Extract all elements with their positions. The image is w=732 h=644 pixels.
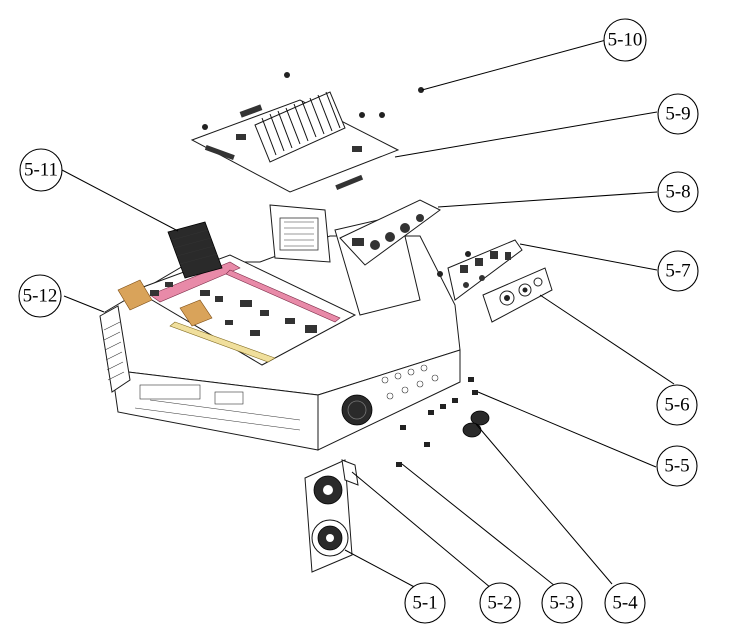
small-hardware: [396, 251, 478, 467]
callout-5-6: 5-6: [656, 384, 698, 426]
callout-label: 5-6: [664, 395, 689, 416]
callout-label: 5-9: [665, 104, 690, 125]
callout-5-9: 5-9: [657, 93, 699, 135]
knobs: [462, 410, 490, 438]
leader-lines: [61, 39, 675, 591]
callout-5-8: 5-8: [657, 171, 699, 213]
jack-cover: [482, 267, 553, 323]
callout-5-4: 5-4: [604, 582, 646, 624]
callout-label: 5-3: [549, 593, 574, 614]
screws-top: [202, 72, 424, 130]
callout-5-12: 5-12: [18, 274, 62, 318]
speaker-grille-icon: [341, 394, 373, 426]
fan: [304, 459, 359, 573]
callout-5-10: 5-10: [603, 18, 647, 62]
jack-board: [447, 239, 523, 301]
main-board: [117, 221, 357, 366]
callout-label: 5-4: [612, 593, 638, 614]
amplifier-board: [190, 91, 400, 193]
callout-label: 5-8: [665, 182, 690, 203]
callout-label: 5-10: [608, 30, 643, 51]
callout-5-11: 5-11: [19, 148, 63, 192]
callout-5-1: 5-1: [404, 582, 446, 624]
input-board: [339, 199, 441, 266]
callout-5-5: 5-5: [656, 445, 698, 487]
callout-label: 5-5: [664, 456, 689, 477]
callout-label: 5-2: [487, 593, 512, 614]
callout-label: 5-12: [23, 286, 58, 307]
callout-label: 5-1: [412, 593, 437, 614]
callout-5-7: 5-7: [657, 250, 699, 292]
callout-label: 5-7: [665, 261, 690, 282]
callout-label: 5-11: [24, 160, 58, 181]
callout-5-3: 5-3: [541, 582, 583, 624]
callout-5-2: 5-2: [479, 582, 521, 624]
